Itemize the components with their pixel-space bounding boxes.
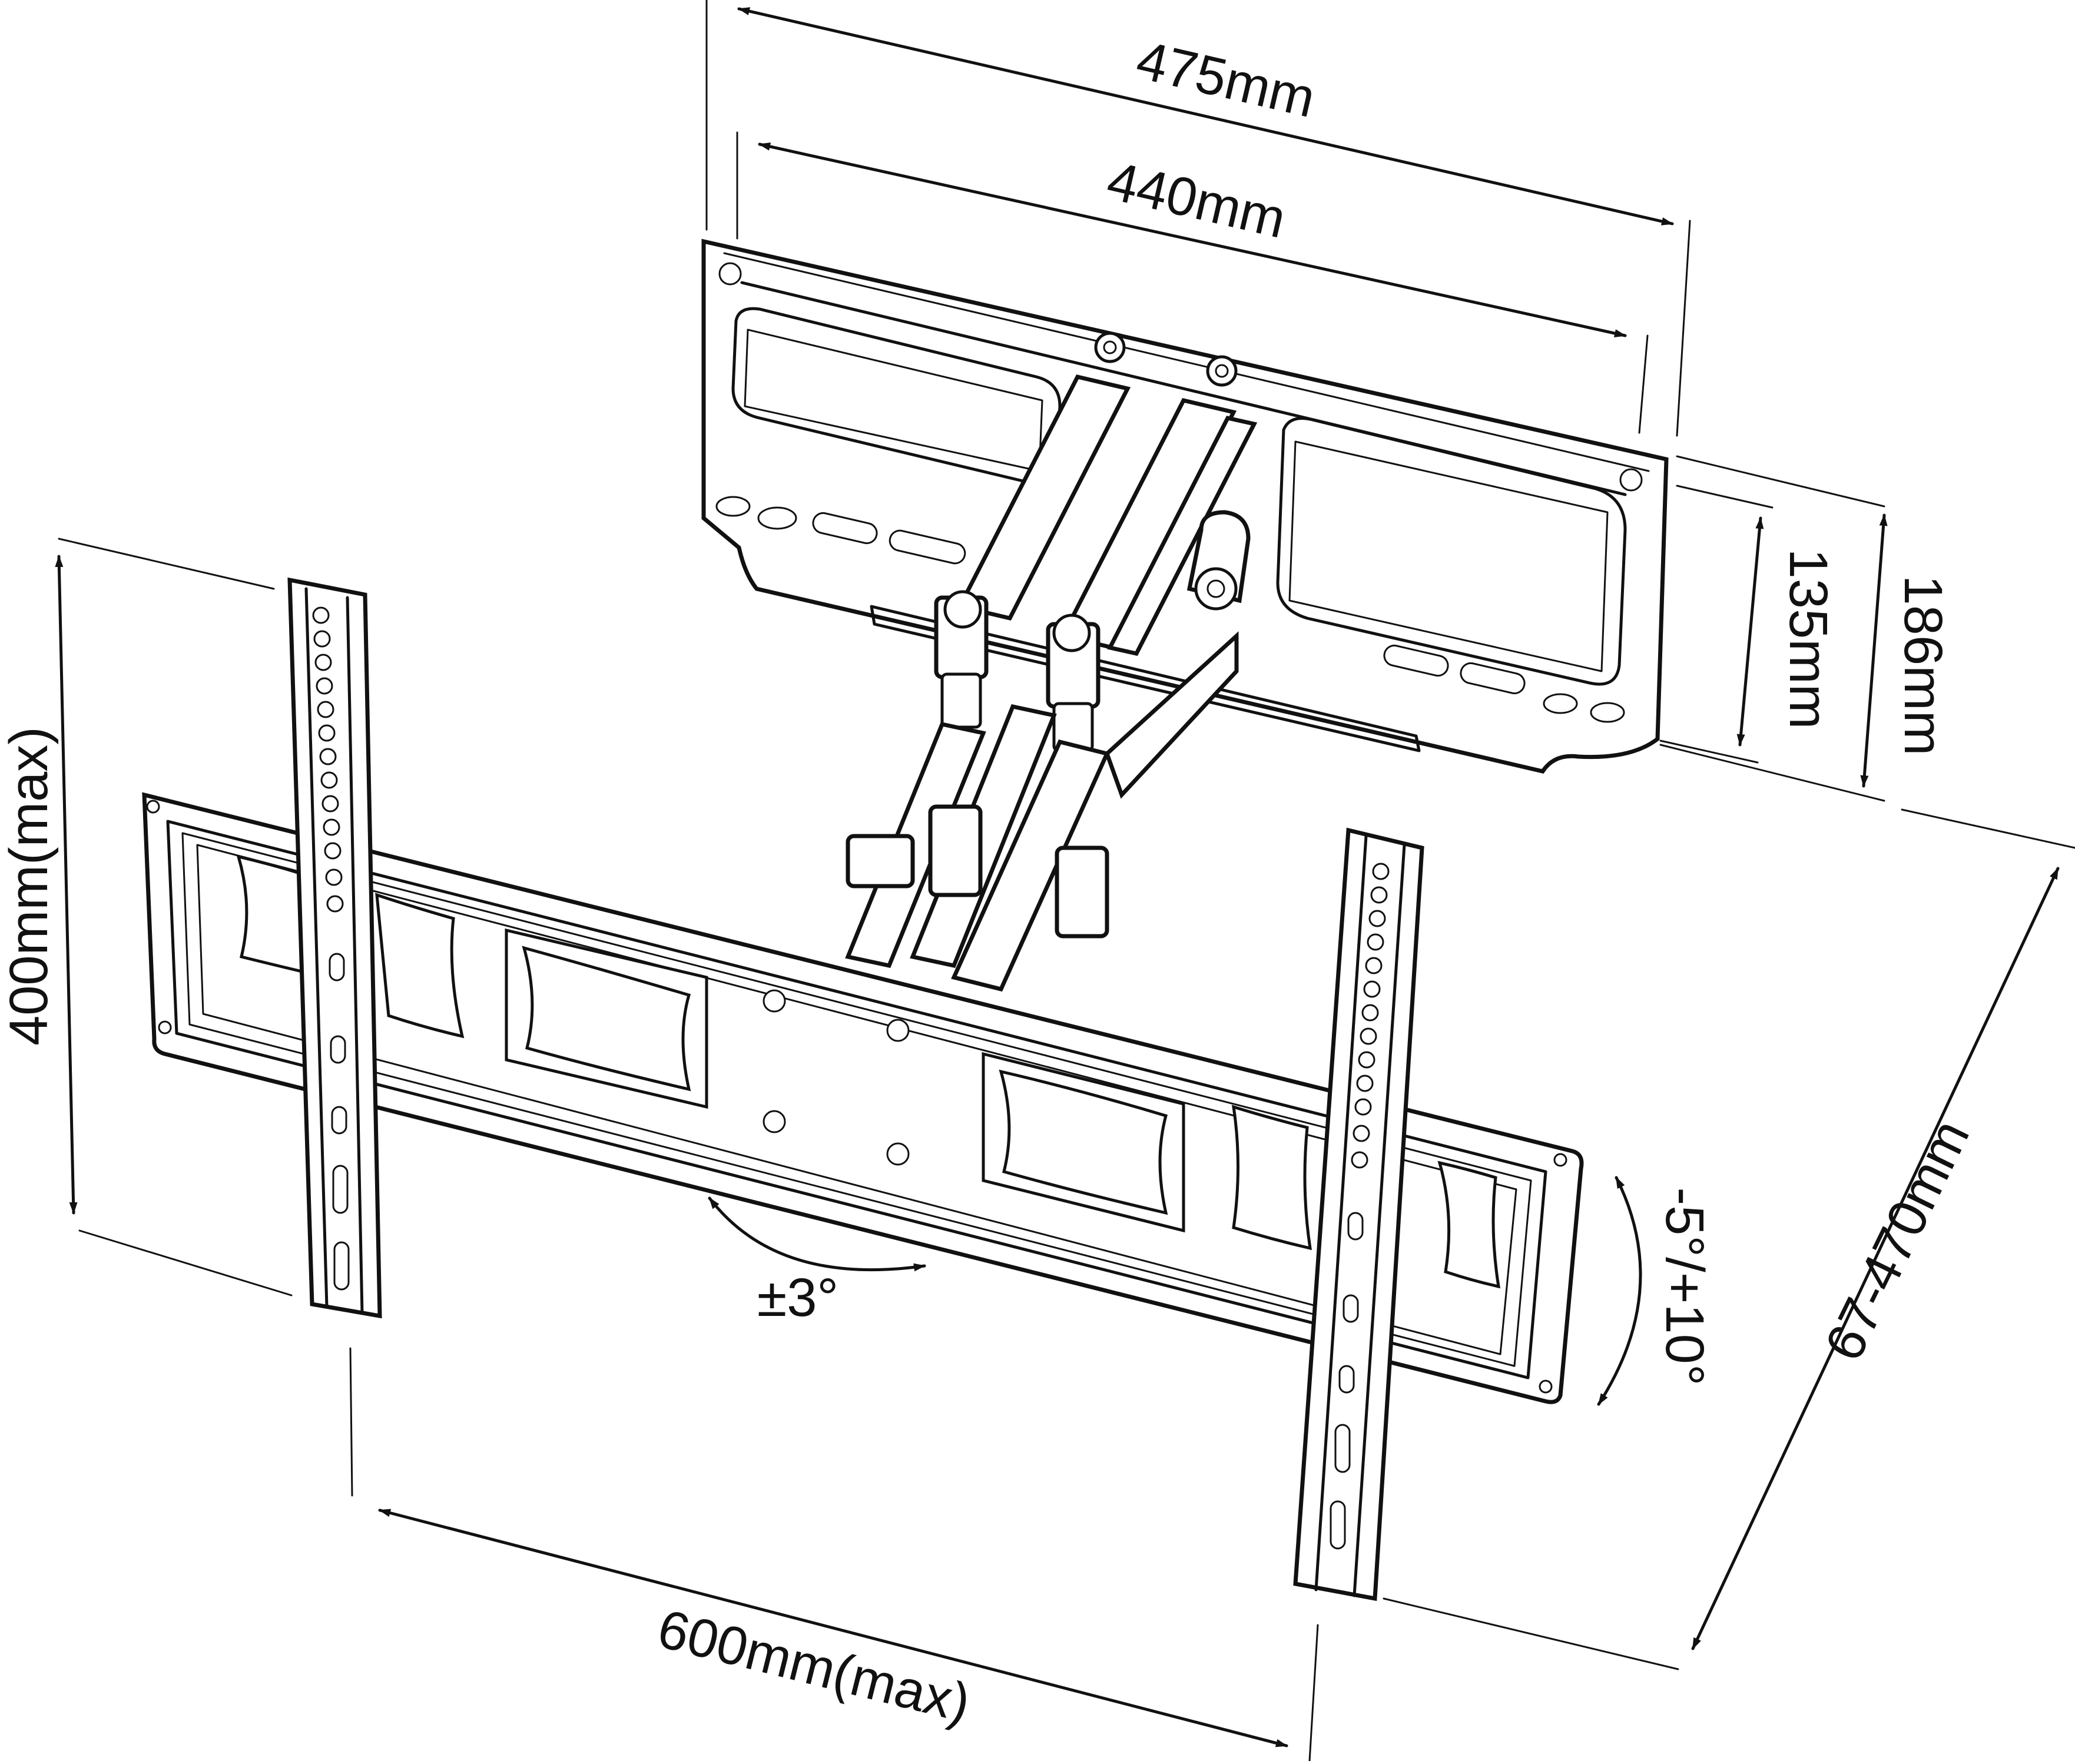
label-inner-height: 135mm — [1778, 549, 1838, 730]
articulating-arms — [787, 374, 1258, 1004]
dim-arrow-inner-height — [1736, 516, 1764, 747]
dim-arrow-tilt — [1597, 1176, 1642, 1406]
label-tilt: -5°/+10° — [1655, 1187, 1715, 1385]
tv-plate — [142, 792, 1584, 1404]
tv-arm-right — [1293, 827, 1424, 1601]
dim-arrow-outer-height — [1860, 513, 1888, 788]
dimension-lines — [55, 0, 2075, 1762]
label-outer-height: 186mm — [1893, 575, 1953, 756]
label-swivel: ±3° — [757, 1268, 838, 1328]
label-extension: 67-470mm — [1814, 1110, 1981, 1370]
label-vesa-width: 600mm(max) — [652, 1599, 976, 1734]
dim-arrow-swivel — [708, 1196, 926, 1272]
dim-arrow-extension — [1691, 867, 2060, 1650]
tv-arm-left — [287, 577, 382, 1319]
dim-arrow-inner-width — [758, 142, 1627, 337]
dim-arrow-vesa-height — [55, 555, 78, 1215]
label-inner-width: 440mm — [1102, 151, 1291, 250]
dim-arrow-vesa-width — [378, 1508, 1288, 1748]
label-outer-width: 475mm — [1131, 30, 1321, 129]
label-vesa-height: 400mm(max) — [0, 727, 59, 1046]
